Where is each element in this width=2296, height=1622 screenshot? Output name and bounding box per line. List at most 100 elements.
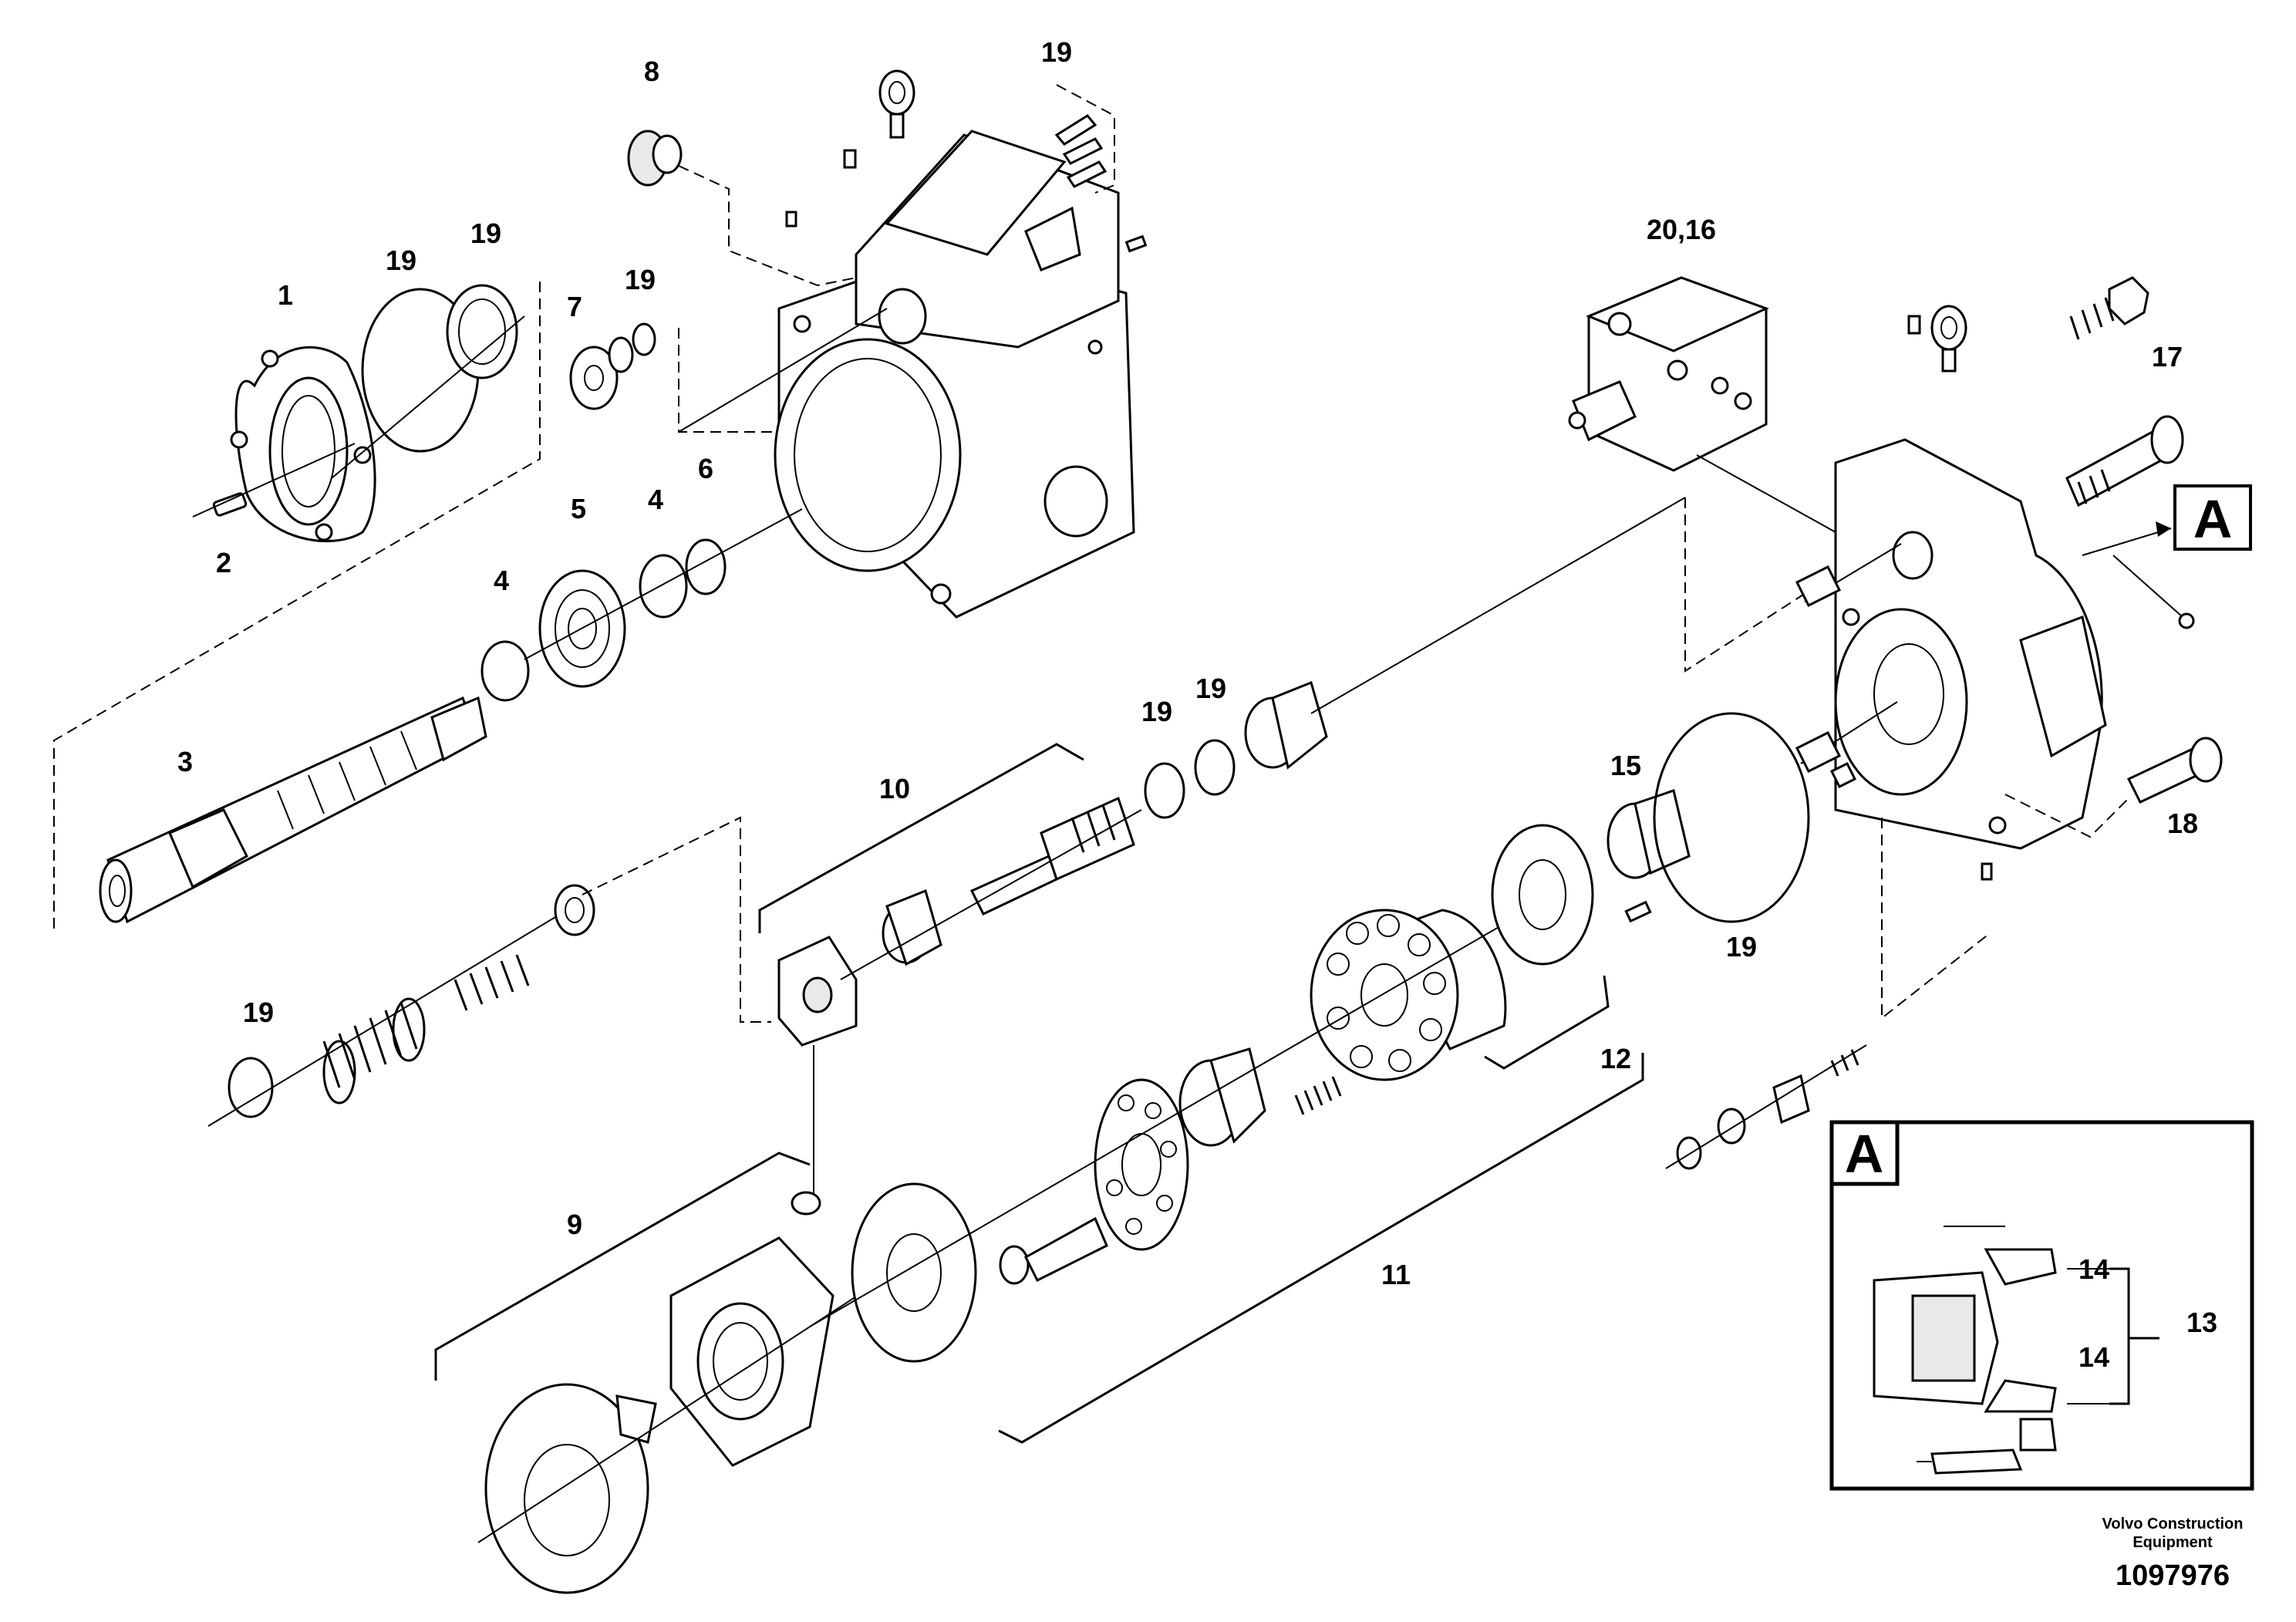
callout-8: 8	[644, 56, 659, 87]
callout-11: 11	[1381, 1259, 1411, 1290]
eye-bolt-top	[878, 69, 915, 139]
axis-line-bearing	[524, 508, 803, 660]
bolt-part-2	[192, 443, 356, 518]
footer-credit-line1: Volvo Construction	[2102, 1516, 2244, 1533]
eye-bolt-right	[1930, 305, 1967, 373]
cylinder-spring	[1294, 1076, 1342, 1115]
dashed-guide-top-screws	[1056, 84, 1115, 194]
dashed-guide-plug	[678, 328, 811, 433]
o-ring-part-19-plug	[632, 322, 656, 356]
callout-3: 3	[177, 746, 193, 777]
callout-18: 18	[2167, 808, 2198, 839]
callout-19-left: 19	[243, 996, 274, 1028]
shaft-seal-part-19	[446, 284, 518, 379]
dashed-guide-end-cover	[1881, 818, 1991, 1020]
small-nut-right	[2178, 612, 2195, 629]
axis-line-regulator	[840, 809, 1142, 980]
callout-19-seal: 19	[470, 218, 501, 249]
axis-line-left-top	[331, 315, 525, 479]
callout-1: 1	[278, 279, 293, 311]
axis-line-arrow-a	[2112, 555, 2183, 618]
callout-20-16: 20,16	[1647, 214, 1716, 245]
drive-shaft-part-3	[99, 696, 487, 924]
plug-part-8	[627, 130, 683, 187]
swash-plate	[669, 1236, 834, 1467]
large-spring	[322, 997, 426, 1104]
callout-19-right: 19	[1726, 931, 1757, 963]
retaining-ring-part-4	[480, 640, 530, 702]
spring-right-bottom	[1829, 761, 1857, 789]
pin-sleeve	[791, 1191, 821, 1216]
snap-ring-part-6	[685, 538, 727, 595]
plug-hex-right	[2069, 276, 2149, 340]
detail-callout-14-top: 14	[2079, 1253, 2109, 1285]
callout-12: 12	[1600, 1043, 1631, 1074]
view-marker-a	[2082, 484, 2252, 556]
bracket-group-11	[998, 1053, 1644, 1444]
bracket-group-10	[758, 743, 1084, 933]
plug-part-7	[569, 336, 634, 410]
small-parts-lower-right	[1665, 1044, 1867, 1170]
callout-19-mid2: 19	[1195, 673, 1226, 704]
callout-15: 15	[1610, 750, 1641, 781]
o-ring-part-19-left	[228, 1057, 274, 1118]
bolt-part-17	[2065, 415, 2184, 508]
pump-housing	[774, 130, 1135, 619]
valve-plate	[1491, 824, 1594, 966]
axis-line-housing	[678, 308, 888, 433]
dashed-guide-spring	[582, 816, 771, 1023]
detail-callout-14-bottom: 14	[2079, 1341, 2109, 1373]
callout-17: 17	[2152, 341, 2183, 373]
screw-right-upper	[1795, 565, 1842, 608]
callout-19-mid1: 19	[1141, 696, 1172, 727]
screw-right-lower	[1795, 730, 1842, 774]
valve-block-part-20-16	[1568, 276, 1769, 472]
retainer-plate	[1094, 1078, 1189, 1251]
o-ring-part-19-right	[1653, 712, 1810, 923]
bracket-group-9	[434, 1152, 811, 1381]
o-ring-part-19-mid1	[1144, 762, 1185, 819]
regulator-piston	[969, 796, 1135, 916]
axis-line-to-rear	[1310, 497, 1686, 714]
detail-a-panel	[1829, 1120, 2254, 1491]
callout-19-plug: 19	[625, 264, 656, 295]
screws-top	[785, 114, 1148, 253]
small-screw-right	[1907, 315, 1921, 335]
footer-credit-line2: Equipment	[2132, 1534, 2213, 1551]
dowel-pin	[1624, 900, 1652, 923]
dashed-guide-bolt-18	[2004, 794, 2129, 838]
callout-19-top: 19	[1041, 36, 1072, 68]
dashed-guide-plug-8	[678, 165, 857, 287]
callout-4a: 4	[494, 565, 509, 596]
footer-doc-number: 1097976	[2116, 1560, 2230, 1592]
callout-19-oring: 19	[386, 244, 416, 276]
callout-7: 7	[567, 291, 582, 322]
o-ring-part-19-mid2	[1194, 739, 1236, 796]
swash-cradle	[484, 1383, 657, 1594]
bracket-group-12	[1484, 975, 1610, 1070]
spherical-bushing	[1178, 1047, 1266, 1147]
callout-10: 10	[879, 773, 910, 804]
view-marker-label: A	[2193, 489, 2233, 549]
shoe-plate	[851, 1182, 977, 1363]
cylinder-block	[1310, 909, 1507, 1081]
callout-5: 5	[571, 493, 586, 524]
cylinder-plug	[1244, 680, 1328, 770]
dashed-guide-rear	[1684, 497, 1817, 673]
end-cover	[1834, 438, 2107, 850]
axis-line-rotating	[809, 878, 1582, 1327]
detail-callout-13: 13	[2186, 1307, 2217, 1338]
regulator-block	[777, 936, 858, 1047]
axis-line-valve-block	[1696, 454, 1836, 533]
spring-seat	[554, 884, 595, 936]
detail-a-title: A	[1845, 1124, 1884, 1184]
flange-cover-part-1	[230, 346, 376, 542]
shim-part-4	[639, 554, 688, 619]
callout-2: 2	[216, 547, 231, 578]
dashed-guide-left	[53, 282, 541, 929]
needle-bearing-part-15	[1607, 789, 1691, 879]
callout-6: 6	[698, 453, 713, 484]
callout-4b: 4	[648, 484, 663, 515]
callout-9: 9	[567, 1209, 582, 1240]
